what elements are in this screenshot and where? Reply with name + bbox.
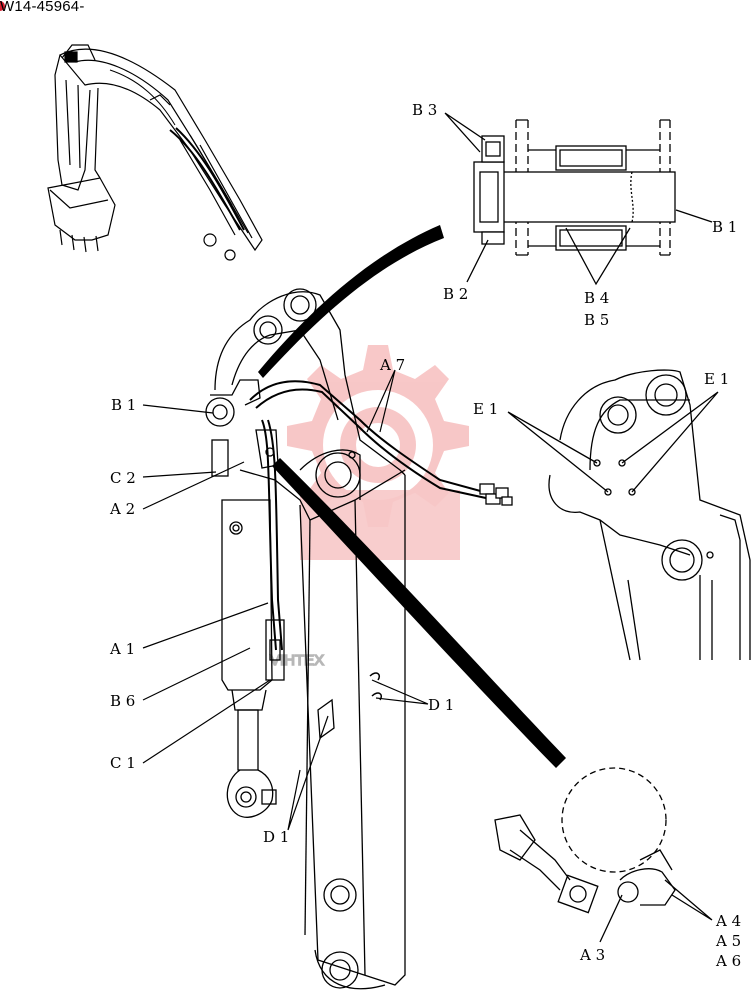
label-b3: B 3 — [412, 101, 437, 119]
label-a1: A 1 — [109, 640, 135, 658]
doc-marker-dot — [0, 1, 5, 11]
excavator-thumbnail — [47, 44, 263, 261]
label-a2: A 2 — [109, 500, 135, 518]
label-b1-left: B 1 — [111, 396, 136, 414]
label-c1: C 1 — [110, 754, 136, 772]
arm-top-detail-view — [507, 369, 751, 661]
callout-labels: B 3 B 1 B 2 B 4 B 5 A 7 B 1 E 1 E 1 C 2 … — [109, 101, 741, 970]
document-code: W14-45964- — [0, 0, 85, 15]
callout-wedge-bottom — [272, 458, 566, 768]
fitting-detail-view — [494, 767, 713, 943]
label-d1-bottom: D 1 — [263, 828, 289, 846]
label-a7: A 7 — [379, 356, 405, 374]
label-a4: A 4 — [715, 912, 741, 930]
label-a3: A 3 — [579, 946, 605, 964]
arm-assembly — [205, 288, 513, 990]
watermark-gear-logo — [287, 345, 469, 560]
label-e1-right: E 1 — [704, 370, 729, 388]
label-b5: B 5 — [584, 311, 609, 329]
label-b6: B 6 — [110, 692, 135, 710]
label-c2: C 2 — [110, 469, 136, 487]
main-leaders — [142, 369, 429, 831]
label-e1-left: E 1 — [473, 400, 498, 418]
label-d1-right: D 1 — [428, 696, 454, 714]
label-b1-top: B 1 — [712, 218, 737, 236]
label-b2: B 2 — [443, 285, 468, 303]
label-a5: A 5 — [715, 932, 741, 950]
pin-detail-view — [444, 112, 713, 286]
label-b4: B 4 — [584, 289, 609, 307]
label-a6: A 6 — [715, 952, 741, 970]
callout-wedge-top — [258, 225, 444, 378]
